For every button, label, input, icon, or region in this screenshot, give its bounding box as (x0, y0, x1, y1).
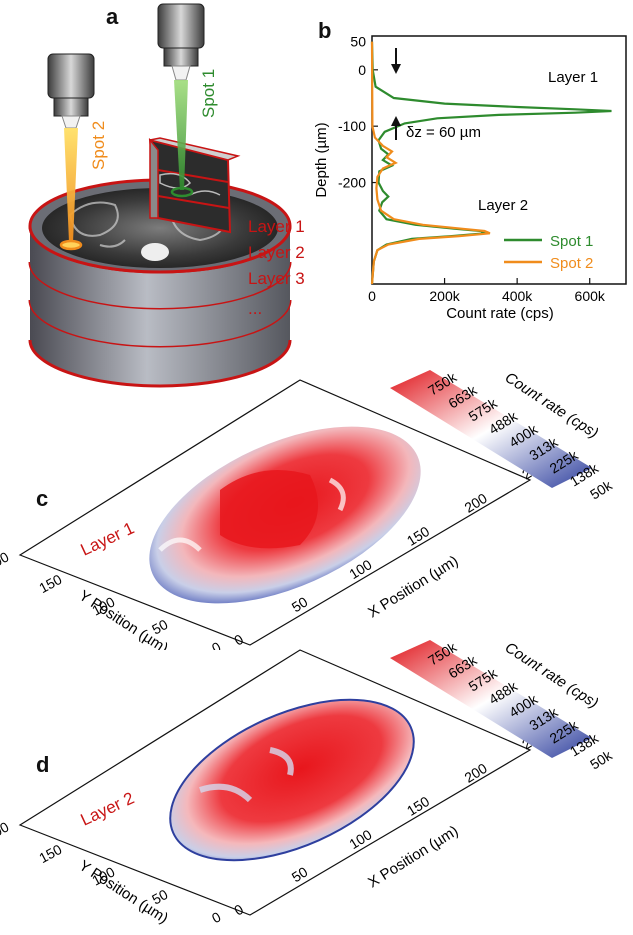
x-tick-label: 0 (368, 288, 376, 304)
plot-frame (371, 35, 627, 285)
colorbar (390, 640, 592, 758)
x-axis-ticks: 0 200k 400k 600k (368, 278, 606, 304)
y-tick-label: 150 (36, 571, 64, 596)
annotation-dz: δz = 60 µm (406, 124, 481, 141)
legend-spot2: Spot 2 (550, 255, 593, 272)
panel-label-b: b (318, 18, 332, 43)
panel-b-depth-chart: 0 200k 400k 600k 0 -100 -200 50 Count rate (cp… (313, 34, 627, 322)
y-axis-label: Depth (µm) (313, 122, 330, 197)
spot1-label: Spot 1 (199, 69, 218, 118)
objective-icon-spot2 (47, 53, 95, 251)
x-tick-label: 50 (289, 593, 311, 615)
y-tick-label: -200 (338, 175, 366, 191)
series-lines (370, 41, 612, 285)
legend-spot1: Spot 1 (550, 233, 593, 250)
layer-label-more: ... (248, 299, 262, 318)
x-axis-label: Count rate (cps) (446, 305, 554, 322)
layer-label-1: Layer 1 (248, 217, 305, 236)
y-tick-label: 150 (36, 841, 64, 866)
colorbar-tick-label: 50k (587, 476, 615, 502)
annotation-layer2: Layer 2 (478, 197, 528, 214)
y-tick-label: 200 (0, 548, 12, 573)
y-axis-ticks: 0 -100 -200 50 (338, 34, 378, 191)
legend: Spot 1 Spot 2 (504, 233, 593, 272)
series-line-spot2 (370, 41, 491, 285)
spot2-label: Spot 2 (89, 121, 108, 170)
x-tick-label: 200k (429, 288, 460, 304)
annotation-layer1: Layer 1 (548, 69, 598, 86)
y-tick-label: 50 (149, 886, 170, 908)
colorbar-tick-label: 50k (587, 746, 615, 772)
panel-label-c: c (36, 486, 49, 511)
y-tick-label: 0 (358, 62, 366, 78)
layer-label-2: Layer 2 (248, 243, 305, 262)
arrow-icon-up (391, 116, 401, 140)
panel-label-d: d (36, 752, 50, 777)
y-tick-label: 50 (350, 34, 366, 50)
heatmap-layer2 (169, 698, 415, 862)
y-tick-label: 50 (149, 616, 170, 638)
panel-a-schematic: Spot 1 Spot 2 Layer 1 Layer 2 Layer 3 ..… (28, 3, 305, 388)
y-tick-label: -100 (338, 118, 366, 134)
y-tick-label: 0 (209, 638, 224, 650)
x-tick-label: 50 (289, 863, 311, 885)
x-tick-label: 600k (575, 288, 606, 304)
panel-label-a: a (106, 4, 119, 29)
colorbar (390, 370, 592, 488)
objective-icon-spot1 (157, 3, 205, 198)
x-tick-label: 400k (502, 288, 533, 304)
wedge-cutout (148, 137, 241, 234)
y-tick-label: 0 (209, 908, 224, 926)
layer-label-3: Layer 3 (248, 269, 305, 288)
arrow-icon-down (391, 48, 401, 74)
y-tick-label: 200 (0, 818, 12, 843)
